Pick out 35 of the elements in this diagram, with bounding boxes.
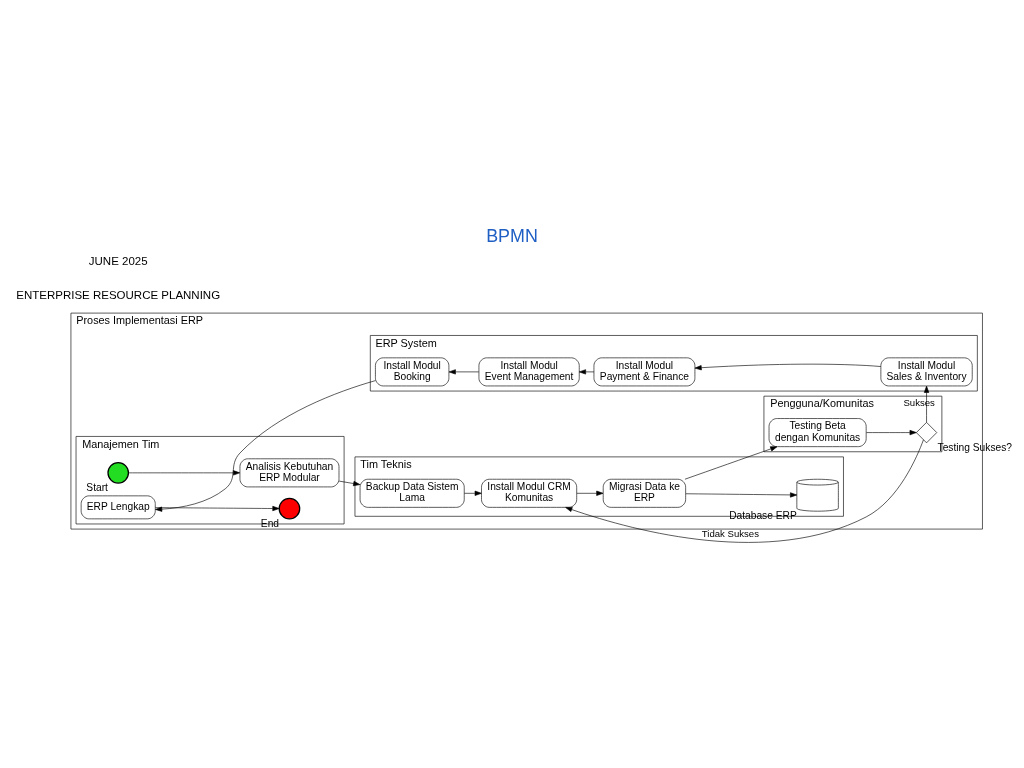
node-box: ERP Lengkap <box>80 495 156 520</box>
arrow <box>338 480 361 487</box>
arrow <box>684 446 778 480</box>
arrow <box>155 505 280 512</box>
node-circle <box>107 462 130 484</box>
node-label: Start <box>86 482 108 494</box>
arrow <box>128 470 241 476</box>
diagram-title: BPMN <box>486 226 538 247</box>
label: ENTERPRISE RESOURCE PLANNING <box>16 289 221 302</box>
arrow <box>694 363 882 371</box>
arrow <box>866 430 917 436</box>
arrow <box>155 380 376 512</box>
arrow <box>576 490 604 496</box>
node-box: Backup Data Sistem Lama <box>359 478 465 508</box>
arrow <box>448 369 480 375</box>
node-box: Install Modul Payment & Finance <box>593 357 696 387</box>
node-box: Migrasi Data ke ERP <box>602 478 686 508</box>
arrow <box>924 385 930 423</box>
node-box: Install Modul Event Management <box>478 357 580 387</box>
node-label: Database ERP <box>729 510 797 522</box>
node-box: Testing Beta dengan Komunitas <box>768 418 867 447</box>
node-box: Install Modul CRM Komunitas <box>481 478 578 508</box>
edge-label: Sukses <box>903 397 935 409</box>
node-box: Install Modul Booking <box>375 357 450 387</box>
node-diamond <box>916 422 938 444</box>
node-circle <box>278 497 301 520</box>
node-box: Analisis Kebutuhan ERP Modular <box>239 458 340 488</box>
edge-label: Tidak Sukses <box>701 527 759 539</box>
arrow <box>464 490 482 496</box>
label: JUNE 2025 <box>88 254 148 267</box>
arrow <box>578 369 595 375</box>
arrow <box>685 492 798 498</box>
node-box: Install Modul Sales & Inventory <box>880 357 973 387</box>
node-label: End <box>260 518 280 530</box>
arrow <box>565 439 924 543</box>
